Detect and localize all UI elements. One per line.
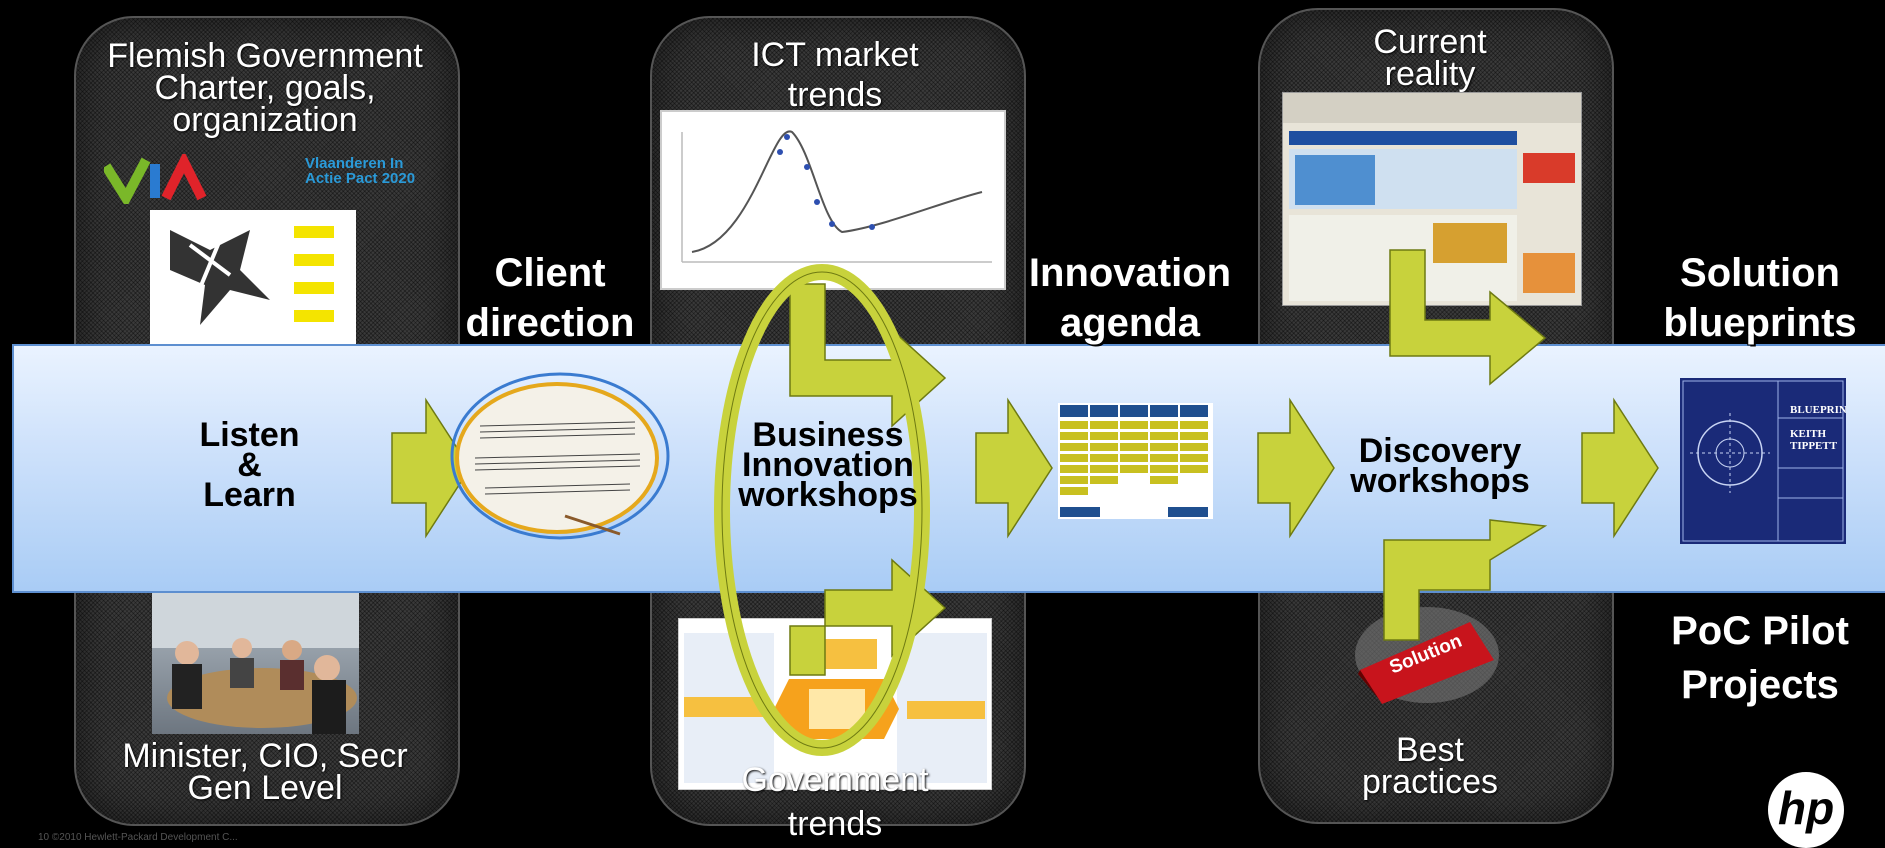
hp-logo-text: hp (1778, 782, 1835, 834)
hp-logo: hp (1768, 772, 1844, 848)
panel-client-top-label: Flemish Government Charter, goals, organ… (107, 37, 423, 139)
innovation-agenda-heading: Innovation agenda (1028, 251, 1232, 345)
sheet-music-orb (445, 366, 675, 546)
discovery-workshops-label: Discovery workshops (1350, 432, 1530, 500)
flemish-lion-emblem (150, 210, 356, 344)
business-innovation-label: Business Innovation workshops (738, 416, 918, 514)
blueprint-name: KEITH TIPPETT (1790, 428, 1838, 452)
blueprint-image: BLUEPRINT KEITH TIPPETT (1680, 378, 1846, 544)
panel-reality-top-label: Current reality (1373, 23, 1487, 93)
panel-market-top-label: ICT market trends (751, 36, 919, 114)
panel-market-bottom-label: Government trends (741, 761, 929, 843)
panel-client-bottom-label: Minister, CIO, Secr Gen Level (122, 737, 408, 807)
listen-learn-label: Listen & Learn (199, 416, 300, 514)
footer-copyright: 10 ©2010 Hewlett-Packard Development C..… (38, 832, 238, 843)
poc-pilot-projects-heading: PoC Pilot Projects (1671, 609, 1849, 707)
client-direction-heading: Client direction (465, 251, 635, 345)
process-band (12, 344, 1885, 593)
via-logo-text: Vlaanderen In Actie Pact 2020 (305, 155, 416, 187)
via-logo (104, 154, 414, 204)
hype-cycle-chart (660, 110, 1006, 290)
panel-reality-bottom-label: Best practices (1361, 731, 1499, 801)
innovation-agenda-grid (1058, 403, 1213, 519)
blueprint-title: BLUEPRINT (1790, 404, 1846, 416)
solution-blueprints-heading: Solution blueprints (1663, 251, 1857, 345)
